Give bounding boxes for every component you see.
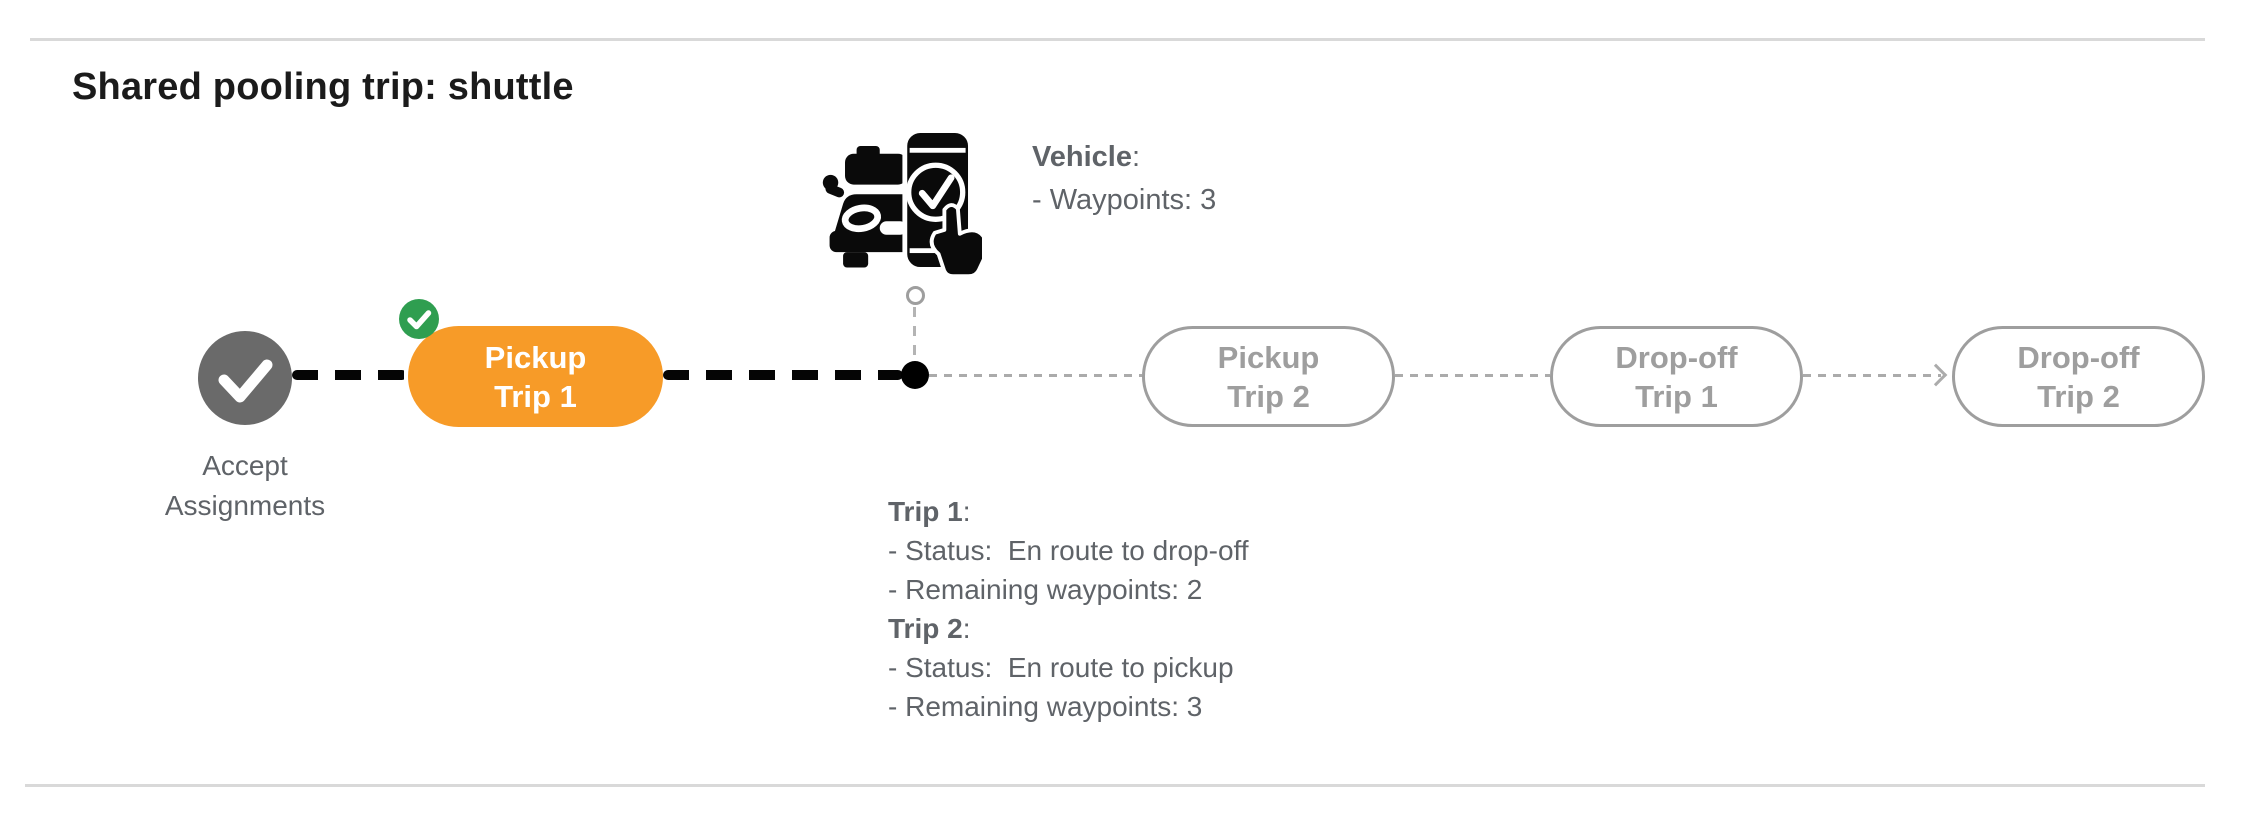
accept-assignments-node	[198, 331, 292, 425]
vehicle-position-dot	[901, 361, 929, 389]
vehicle-phone-check-icon	[822, 128, 982, 278]
trip2-waypoints-line: - Remaining waypoints: 3	[888, 691, 1203, 722]
trip1-waypoints-line: - Remaining waypoints: 2	[888, 574, 1203, 605]
connector-completed-2	[663, 370, 903, 380]
trip1-title: Trip 1:	[888, 496, 971, 527]
trip2-status-line: - Status: En route to pickup	[888, 652, 1234, 683]
vehicle-info-panel: Vehicle: - Waypoints: 3	[1032, 136, 1216, 222]
page-title: Shared pooling trip: shuttle	[72, 66, 574, 108]
vehicle-anchor-ring	[906, 286, 925, 305]
trip2-title: Trip 2:	[888, 613, 971, 644]
top-divider	[30, 38, 2205, 41]
accept-assignments-label: Accept Assignments	[164, 450, 326, 521]
connector-upcoming-3	[1803, 374, 1941, 377]
vehicle-anchor-line	[913, 307, 916, 359]
checkmark-icon	[218, 359, 273, 403]
trip-status-panel: Trip 1: - Status: En route to drop-off -…	[888, 492, 1249, 726]
node-dropoff-trip-1: Drop-off Trip 1	[1550, 326, 1803, 427]
node-pickup-trip-1: Pickup Trip 1	[408, 326, 663, 427]
check-icon	[407, 310, 432, 330]
completed-badge	[399, 299, 439, 339]
node-pickup-trip-2: Pickup Trip 2	[1142, 326, 1395, 427]
bottom-divider	[25, 784, 2205, 787]
vehicle-info-title: Vehicle:	[1032, 141, 1141, 173]
node-dropoff-trip-2: Drop-off Trip 2	[1952, 326, 2205, 427]
trip1-status-line: - Status: En route to drop-off	[888, 535, 1249, 566]
vehicle-waypoints-text: - Waypoints: 3	[1032, 184, 1217, 216]
connector-completed-1	[292, 370, 407, 380]
connector-upcoming-2	[1395, 374, 1550, 377]
connector-upcoming-1	[929, 374, 1142, 377]
arrowhead-icon	[1924, 363, 1948, 387]
